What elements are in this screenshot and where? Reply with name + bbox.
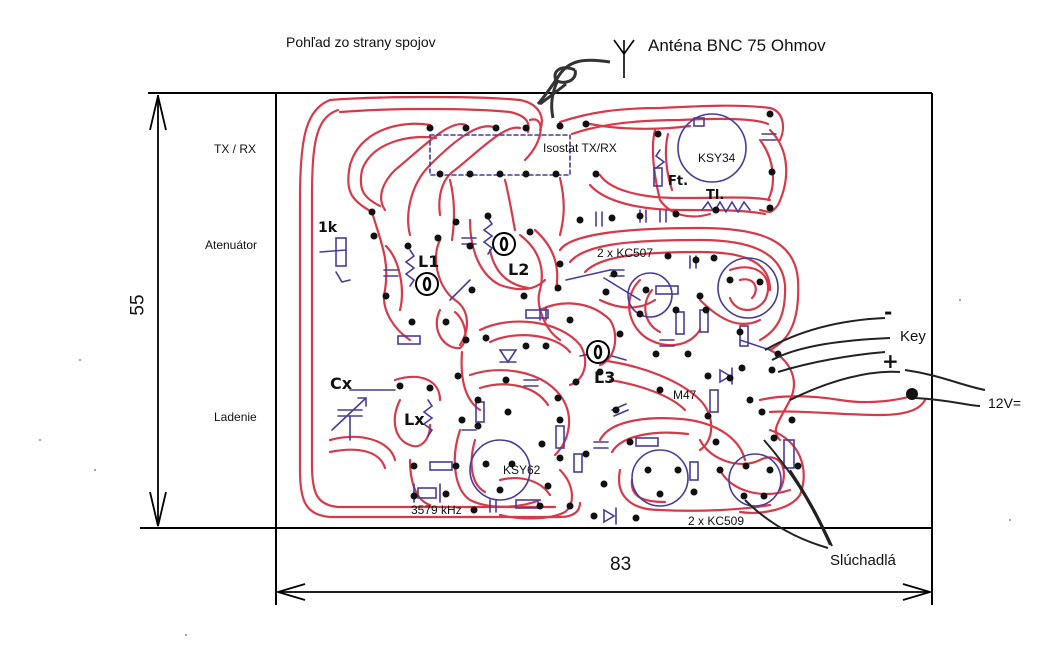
height-dimension-label: 55 [127, 294, 149, 316]
antenna-icon [613, 39, 635, 78]
width-dimension-label: 83 [610, 554, 632, 575]
trimmer-l1-icon [415, 272, 439, 296]
kc509-pair-label: 2 x KC509 [688, 514, 745, 528]
kc507-pair-label: 2 x KC507 [597, 246, 654, 260]
transistor-ksy34-label: KSY34 [698, 151, 736, 165]
antenna-cable [536, 58, 611, 119]
coil-lx-label: Lx [404, 410, 425, 429]
external-wires [744, 317, 986, 549]
coil-trimmers [415, 232, 610, 364]
trimmer-l2-icon [492, 232, 516, 256]
resistor-m47-label: M47 [673, 388, 697, 402]
solder-pads [368, 110, 802, 522]
paper-specks [39, 299, 1011, 636]
antenna-label: Anténa BNC 75 Ohmov [648, 36, 826, 55]
pcb-traces [298, 95, 927, 520]
height-dimension-arrow [149, 95, 167, 527]
pot-1k-label: 1k [318, 220, 338, 236]
transformer-tl-label: Tl. [706, 188, 725, 203]
width-dimension-arrow [274, 583, 934, 601]
coil-l2-label: L2 [508, 260, 530, 279]
filter-ft-label: Ft. [668, 174, 689, 189]
supply-terminal-pad [906, 388, 918, 400]
transistor-ksy62-label: KSY62 [503, 463, 541, 477]
key-connector-label: Key [900, 328, 926, 345]
txrx-label: TX / RX [214, 142, 257, 156]
switch-label: Isostat TX/RX [543, 141, 617, 155]
coil-l3-label: L3 [594, 368, 616, 387]
attenuator-label: Atenuátor [205, 238, 258, 252]
view-label: Pohľad zo strany spojov [286, 34, 436, 50]
coil-l1-label: L1 [418, 252, 440, 271]
trimmer-l3-icon [586, 340, 610, 364]
key-minus-sign: - [884, 300, 893, 324]
tuning-label: Ladenie [214, 410, 257, 424]
headphones-label: Slúchadlá [830, 552, 896, 569]
board-frame [140, 92, 933, 605]
key-plus-sign: + [882, 349, 899, 373]
cap-cx-label: Cx [330, 374, 353, 393]
component-symbols [319, 113, 795, 525]
supply-voltage-label: 12V= [988, 395, 1022, 411]
crystal-frequency-label: 3579 kHz [411, 503, 462, 517]
